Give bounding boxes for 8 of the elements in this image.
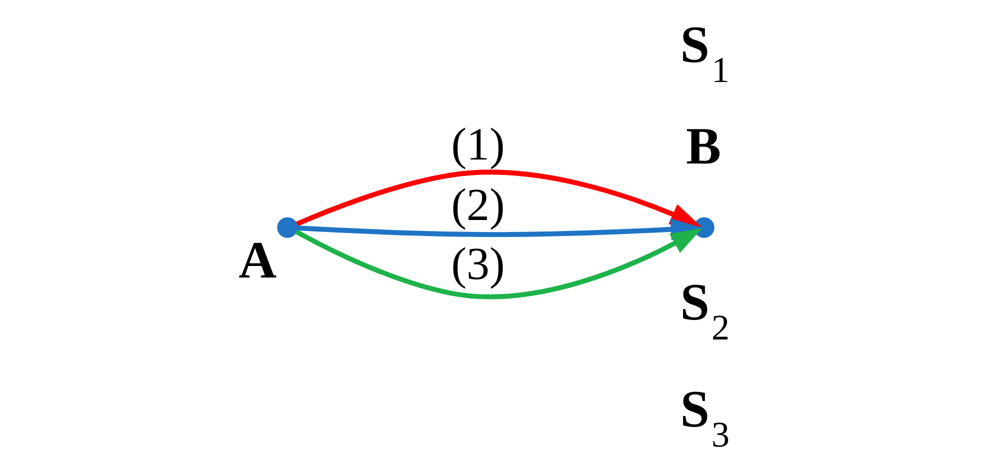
node-label: B — [686, 118, 722, 176]
edge-label: (1) — [451, 118, 505, 170]
edge-label: (3) — [451, 238, 505, 290]
label: S$_{3}$ — [680, 380, 730, 454]
edge-label: (2) — [451, 179, 505, 230]
node-label: A — [238, 231, 277, 290]
label: S$_{2}$ — [680, 274, 730, 348]
label: S$_{1}$ — [680, 16, 730, 90]
